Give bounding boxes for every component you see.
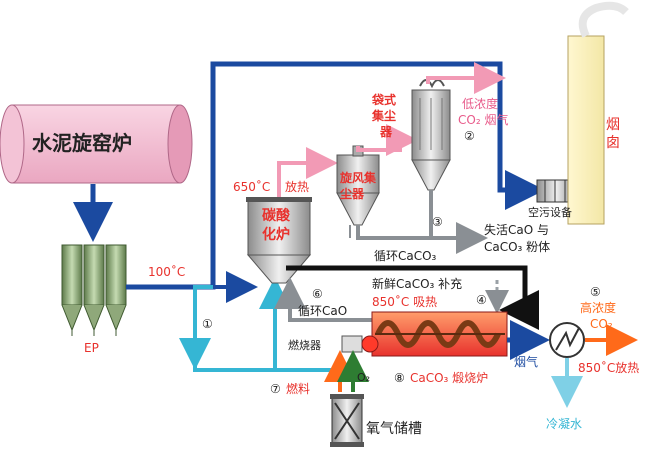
temp-100-label: 100˚C: [148, 265, 186, 279]
fresh-caco3-label: 新鲜CaCO₃ 补充: [372, 277, 463, 291]
heat-release-label: 放热: [285, 180, 310, 194]
stack-label: 烟囱: [606, 117, 620, 151]
heat-exchanger: [549, 322, 585, 358]
cyclone-to-bag-arrow: [356, 124, 418, 156]
fuel-label: 燃料: [286, 382, 311, 396]
stack: [567, 1, 629, 225]
kiln-label: 水泥旋窑炉: [32, 131, 132, 155]
step-7-marker: ⑦: [270, 382, 281, 396]
recycle-caco3-label: 循环CaCO₃: [374, 249, 437, 263]
low-co2-label-2: CO₂ 烟气: [458, 113, 509, 127]
bag-filter-label-2: 集尘: [372, 109, 397, 123]
calciner: [371, 311, 508, 357]
step-3-marker: ③: [432, 215, 443, 229]
inactive-solids-arrow: [356, 222, 488, 254]
cyclone-label-1: 旋风集: [340, 171, 377, 185]
low-co2-label-1: 低浓度: [462, 97, 499, 111]
bag-filter: [411, 79, 451, 191]
step-6-marker: ⑥: [312, 287, 323, 301]
high-co2-label-2: CO₂: [590, 317, 613, 331]
inactive-label-1: 失活CaO 与: [484, 223, 549, 237]
cement-kiln: [0, 104, 193, 184]
step-2-marker: ②: [464, 129, 475, 143]
oxygen-tank-label: 氧气储槽: [366, 421, 422, 437]
apc-label: 空污设备: [528, 206, 572, 219]
recycle-caco3-line: [286, 265, 539, 330]
cyclone: [336, 145, 380, 226]
ep-label: EP: [84, 341, 99, 355]
burner-label: 燃烧器: [288, 339, 321, 352]
recycle-cao-label: 循环CaO: [298, 304, 348, 318]
low-co2-outlet-arrow: [426, 62, 506, 94]
temp-850-absorb-label: 850˚C 吸热: [372, 295, 438, 309]
carbonator-to-cyclone-arrow: [277, 147, 338, 197]
calciner-label: CaCO₃ 煅烧炉: [410, 371, 489, 385]
step-5-marker: ⑤: [590, 285, 601, 299]
temp-650-label: 650˚C: [233, 180, 271, 194]
carbonator-label-1: 碳酸: [262, 208, 290, 224]
bag-filter-label-1: 袋式: [372, 93, 397, 107]
condensate-label: 冷凝水: [546, 417, 583, 431]
inactive-label-2: CaCO₃ 粉体: [484, 240, 551, 254]
flue-gas-label: 烟气: [514, 355, 539, 369]
burner: [341, 335, 379, 353]
heat-850-label: 850˚C放热: [578, 361, 640, 375]
carbonator: [246, 197, 312, 284]
ep-precipitator: [61, 244, 127, 336]
step-8-marker: ⑧: [394, 371, 405, 385]
cyclone-label-2: 尘器: [340, 187, 365, 201]
carbonator-label-2: 化炉: [262, 227, 290, 243]
recycle-cao-line: [274, 277, 372, 322]
o2-label: O₂: [357, 371, 371, 384]
step-1-marker: ①: [202, 317, 213, 331]
bag-filter-label-3: 器: [380, 125, 393, 139]
step-4-marker: ④: [476, 293, 487, 307]
oxygen-tank: [330, 394, 364, 447]
high-co2-label-1: 高浓度: [580, 301, 617, 315]
